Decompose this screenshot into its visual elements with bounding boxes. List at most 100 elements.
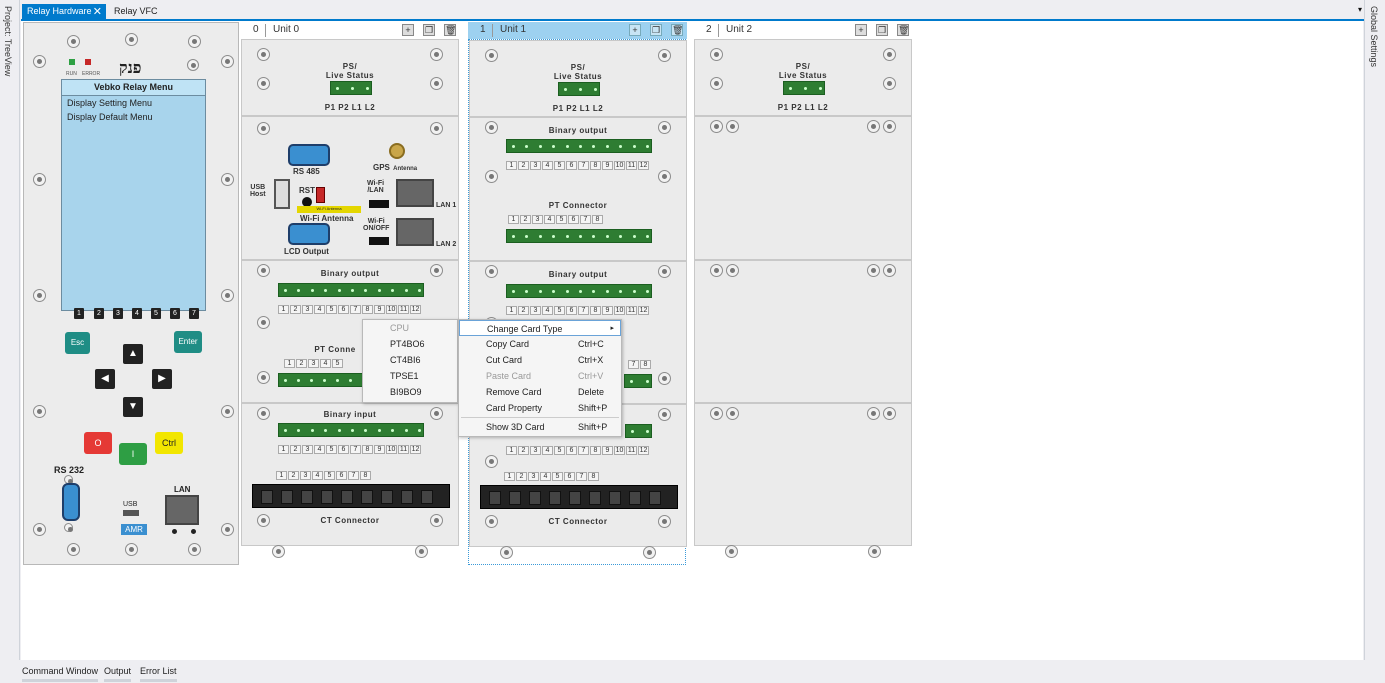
pt-terminal [278, 373, 368, 387]
rs232-label: RS 232 [54, 465, 85, 475]
copy-unit-button[interactable]: ❐ [423, 24, 435, 36]
ps-title: PS/ [570, 63, 586, 72]
terminal-screw [632, 235, 636, 238]
terminal-screw [336, 379, 339, 382]
right-arrow-key[interactable]: ▶ [152, 369, 172, 389]
off-key[interactable]: O [84, 432, 112, 454]
terminal-screw [564, 88, 567, 91]
delete-unit-button[interactable]: 🗑 [897, 24, 910, 36]
gps-antenna-connector[interactable] [389, 143, 405, 159]
screw-icon [658, 408, 671, 421]
tab-dropdown-icon[interactable]: ▾ [1357, 5, 1362, 14]
lan1-port[interactable] [396, 179, 434, 207]
add-card-button[interactable]: + [855, 24, 867, 36]
num-key[interactable]: 5 [151, 308, 161, 319]
usb-host-port[interactable] [274, 179, 290, 209]
pin-number: 4 [314, 445, 325, 454]
num-key[interactable]: 7 [189, 308, 199, 319]
submenu-item-pt4bo6[interactable]: PT4BO6 [390, 339, 425, 349]
empty-slot[interactable] [694, 403, 912, 546]
rs232-port[interactable] [62, 483, 80, 521]
empty-slot[interactable] [694, 116, 912, 260]
terminal-screw [538, 235, 542, 238]
wifi-lan-switch[interactable] [369, 200, 389, 208]
tab-error-list[interactable]: Error List [140, 666, 177, 682]
ctrl-key[interactable]: Ctrl [155, 432, 183, 454]
global-settings-label: Global Settings [1369, 6, 1379, 68]
tab-relay-vfc[interactable]: Relay VFC [114, 6, 158, 16]
copy-unit-button[interactable]: ❐ [650, 24, 662, 36]
screw-icon [883, 48, 896, 61]
tab-output[interactable]: Output [104, 666, 132, 682]
num-key[interactable]: 2 [94, 308, 104, 319]
esc-key[interactable]: Esc [65, 332, 90, 354]
submenu-item-bi9bo9[interactable]: BI9BO9 [390, 387, 422, 397]
num-key[interactable]: 3 [113, 308, 123, 319]
ps-card[interactable]: PS/ Live Status P1 P2 L1 L2 [694, 39, 912, 116]
rst-button[interactable] [302, 197, 312, 207]
delete-unit-button[interactable]: 🗑 [444, 24, 457, 36]
rs485-port[interactable] [288, 144, 330, 166]
close-icon[interactable]: ✕ [92, 6, 102, 18]
usb-label: USB [123, 501, 138, 508]
submenu-item-ct4bi6[interactable]: CT4BI6 [390, 355, 421, 365]
global-settings-panel-tab[interactable]: Global Settings [1364, 0, 1385, 660]
lan-port[interactable] [165, 495, 199, 525]
num-key[interactable]: 4 [132, 308, 142, 319]
error-led-label: ERROR [82, 71, 101, 77]
menu-separator [461, 417, 619, 418]
usb-port[interactable]: USB [123, 501, 139, 516]
ct-terminal-block [509, 491, 521, 505]
ps-card[interactable]: PS/ Live Status P1 P2 L1 L2 [241, 39, 459, 116]
ps-card[interactable]: PS/ Live Status P1 P2 L1 L2 [469, 40, 687, 117]
num-key[interactable]: 1 [74, 308, 84, 319]
left-arrow-key[interactable]: ◀ [95, 369, 115, 389]
enter-key[interactable]: Enter [174, 331, 202, 353]
binary-output-title: Binary output [548, 126, 608, 135]
wifi-lan-label-line2: /LAN [367, 187, 384, 194]
ps-subtitle: Live Status [778, 71, 828, 80]
pin-number: 4 [542, 161, 553, 170]
submenu-item-tpse1[interactable]: TPSE1 [390, 371, 419, 381]
lan2-port[interactable] [396, 218, 434, 246]
terminal-screw [512, 290, 515, 293]
lcd-output-port[interactable] [288, 223, 330, 245]
copy-unit-button[interactable]: ❐ [876, 24, 888, 36]
up-arrow-key[interactable]: ▲ [123, 344, 143, 364]
tab-relay-hardware[interactable]: Relay Hardware✕ [22, 4, 106, 19]
tab-command-window[interactable]: Command Window [22, 666, 99, 682]
empty-slot[interactable] [694, 260, 912, 403]
num-key[interactable]: 6 [170, 308, 180, 319]
ct-terminal-block [401, 490, 413, 504]
ps-title: PS/ [342, 62, 358, 71]
on-key[interactable]: I [119, 443, 147, 465]
submenu-item-cpu[interactable]: CPU [390, 323, 410, 333]
project-treeview-panel-tab[interactable]: Project: TreeView [0, 0, 20, 660]
down-arrow-key[interactable]: ▼ [123, 397, 143, 417]
pin-number: 6 [568, 215, 579, 224]
add-card-button[interactable]: + [402, 24, 414, 36]
menu-item-change-card-type[interactable]: Change Card Type▸ [459, 320, 621, 336]
lcd-screen: Vebko Relay Menu Display Setting Menu Di… [61, 79, 206, 311]
delete-unit-button[interactable]: 🗑 [671, 24, 684, 36]
lcd-menu-item[interactable]: Display Setting Menu [67, 98, 153, 108]
lcd-menu-item[interactable]: Display Default Menu [67, 112, 153, 122]
add-card-button[interactable]: + [629, 24, 641, 36]
wifi-onoff-switch[interactable] [369, 237, 389, 245]
unit-number: 0 [253, 24, 259, 35]
